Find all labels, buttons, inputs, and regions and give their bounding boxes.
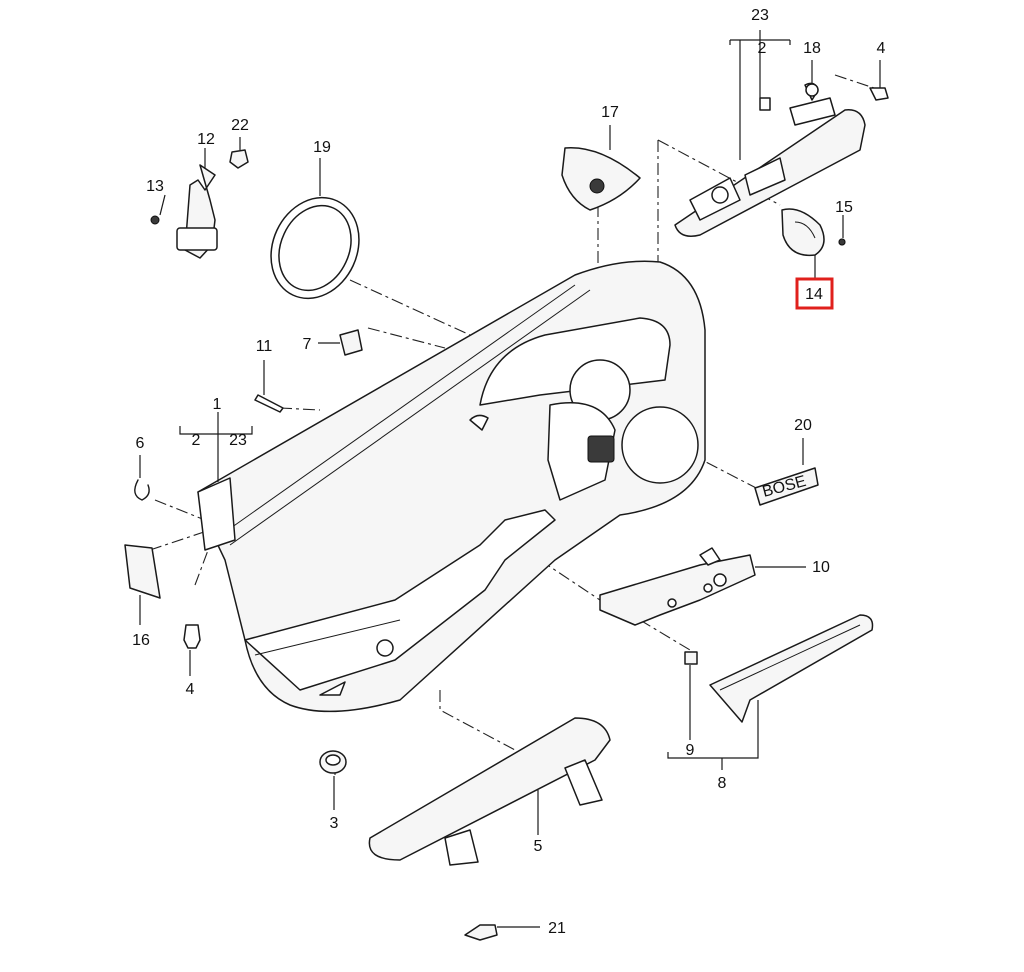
callout-4-bottom: 4	[186, 681, 195, 698]
callout-7: 7	[303, 336, 312, 353]
callout-5: 5	[534, 838, 543, 855]
door-panel	[197, 260, 706, 713]
callout-16: 16	[132, 632, 150, 649]
callout-2-left: 2	[192, 432, 201, 449]
callout-11: 11	[256, 338, 273, 355]
armrest-trim	[709, 614, 874, 723]
callout-23-left: 23	[229, 432, 247, 449]
tweeter-cover	[561, 147, 641, 211]
callout-21: 21	[548, 920, 566, 937]
door-pocket	[368, 717, 611, 866]
callout-numbers: 23 2 18 4 17 22 12 13 19 15 14 11 7 1 2 …	[132, 7, 885, 937]
lock-mechanism	[150, 149, 249, 259]
callout-1: 1	[213, 396, 222, 413]
armrest-bracket	[599, 547, 756, 626]
callout-23-top: 23	[751, 7, 769, 24]
callout-9: 9	[686, 742, 695, 759]
callout-15: 15	[835, 199, 853, 216]
callout-22: 22	[231, 117, 249, 134]
callout-13: 13	[146, 178, 164, 195]
callout-8: 8	[718, 775, 727, 792]
speaker-ring	[270, 196, 360, 300]
leader-lines	[139, 30, 881, 928]
callout-12: 12	[197, 131, 215, 148]
callout-6: 6	[136, 435, 145, 452]
callout-20: 20	[794, 417, 812, 434]
callout-17: 17	[601, 104, 619, 121]
callout-2-top: 2	[758, 40, 767, 57]
callout-14: 14	[805, 286, 823, 303]
bose-badge: BOSE	[754, 467, 819, 506]
callout-18: 18	[803, 40, 821, 57]
highlight-box	[795, 277, 834, 310]
callout-10: 10	[812, 559, 830, 576]
switch-panel	[674, 82, 866, 237]
callout-4-top: 4	[877, 40, 886, 57]
callout-3: 3	[330, 815, 339, 832]
small-parts	[124, 87, 889, 941]
callout-19: 19	[313, 139, 331, 156]
